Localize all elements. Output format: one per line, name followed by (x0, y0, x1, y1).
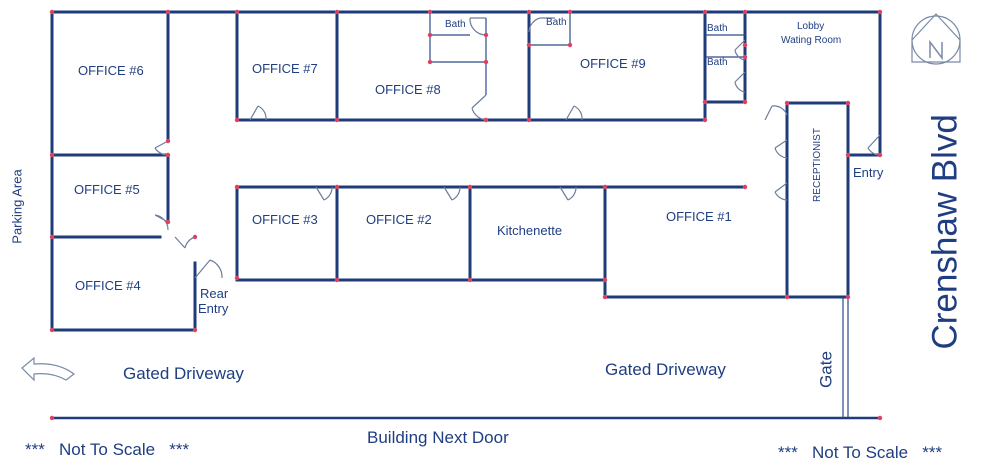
site-lines (50, 297, 882, 420)
office-9-label: OFFICE #9 (580, 56, 646, 71)
north-arrow-icon (911, 13, 961, 65)
gate-label: Gate (816, 351, 836, 388)
gated-driveway-right-label: Gated Driveway (605, 360, 726, 379)
bath-a-label: Bath (445, 19, 466, 30)
office-2-label: OFFICE #2 (366, 212, 432, 227)
office-3-label: OFFICE #3 (252, 212, 318, 227)
gated-driveway-left-label: Gated Driveway (123, 364, 244, 383)
office-6-label: OFFICE #6 (78, 63, 144, 78)
office-4-label: OFFICE #4 (75, 278, 141, 293)
entry-label: Entry (853, 165, 884, 180)
not-to-scale-left-note: *** Not To Scale *** (25, 440, 190, 459)
office-5-label: OFFICE #5 (74, 182, 140, 197)
door-swings (154, 17, 881, 279)
receptionist-label: RECEPTIONIST (812, 128, 823, 202)
bath-d-label: Bath (707, 57, 728, 68)
building-next-door-label: Building Next Door (367, 428, 509, 447)
parking-area-label: Parking Area (9, 169, 25, 244)
waiting-room-label: Wating Room (781, 35, 842, 46)
office-1-label: OFFICE #1 (666, 209, 732, 224)
not-to-scale-right-note: *** Not To Scale *** (778, 443, 943, 462)
curved-arrow-icon (21, 356, 76, 382)
bath-b-label: Bath (546, 17, 567, 28)
office-8-label: OFFICE #8 (375, 82, 441, 97)
street-label: Crenshaw Blvd (925, 114, 965, 350)
bath-c-label: Bath (707, 23, 728, 34)
kitchenette-label: Kitchenette (497, 223, 563, 238)
bath-walls (429, 12, 745, 95)
office-7-label: OFFICE #7 (252, 61, 318, 76)
lobby-label: Lobby (797, 21, 825, 32)
building-walls (50, 10, 882, 332)
corner-nodes (49, 9, 883, 421)
rear-entry-label-line1: Rear (200, 286, 229, 301)
rear-entry-label-line2: Entry (198, 301, 229, 316)
